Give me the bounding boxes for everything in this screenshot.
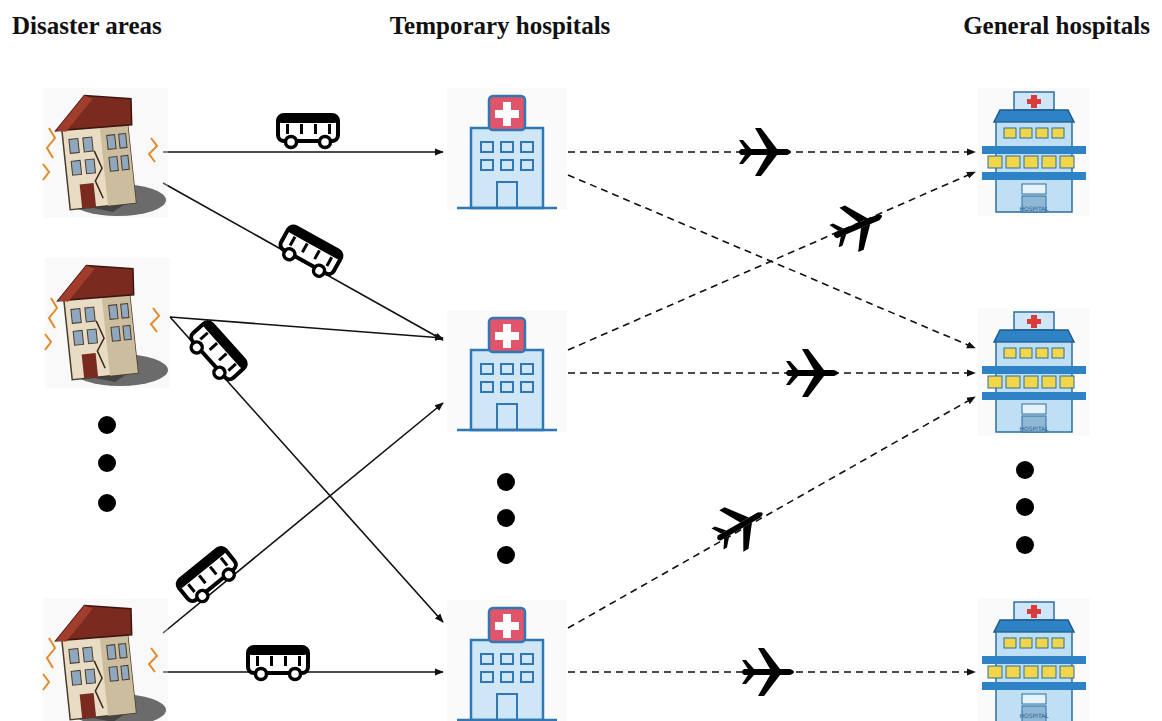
bus-icon [275,224,343,282]
disaster-area-icon [43,88,168,218]
plane-icon [786,349,838,397]
bus-icon [184,320,248,386]
temporary-hospital-icon [447,88,567,210]
bus-icon [278,115,338,148]
general-hospital-icon [978,88,1090,216]
flight-route [568,152,975,672]
disaster-area-icon [45,258,170,388]
plane-icon [705,492,774,560]
bus-icon [248,647,308,680]
temporary-hospital-icon [447,600,567,721]
bus-route [163,152,443,672]
column-heading: Disaster areas [12,12,162,40]
plane-icon [742,648,794,696]
column-heading: General hospitals [963,12,1150,40]
hospital-sign: HOSPITAL [1019,713,1048,719]
column-heading: Temporary hospitals [390,12,611,40]
disaster-area-icon [43,598,168,721]
hospital-sign: HOSPITAL [1019,206,1048,212]
plane-icon [825,194,892,259]
general-hospital-icon [978,308,1090,436]
hospital-sign: HOSPITAL [1019,426,1048,432]
general-hospital-icon [978,598,1090,721]
bus-icon [175,545,242,608]
temporary-hospital-icon [447,310,567,432]
plane-icon [739,128,791,176]
ellipsis-dots [98,416,1034,564]
